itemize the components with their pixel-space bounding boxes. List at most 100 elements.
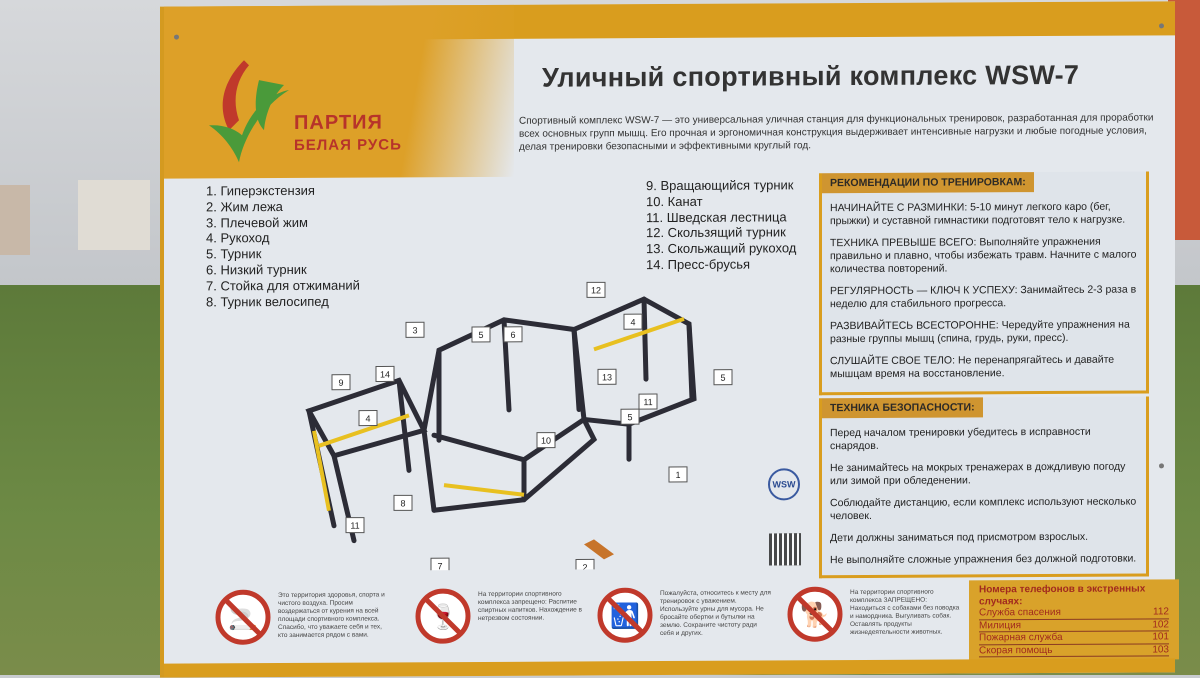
equipment-item: 10. Канат [646,193,703,209]
diagram-label: 3 [405,321,425,338]
notice-text: Это территория здоровья, спорта и чистог… [278,591,385,640]
no-dogs-icon: 🐕 [786,585,844,648]
phone-service: Служба спасения [979,606,1061,619]
diagram-label-text: 1 [675,470,680,480]
no-littering-icon: 🚮 [596,586,654,649]
diagram-label-text: 5 [627,412,632,422]
diagram-label-text: 10 [541,436,551,446]
diagram-label-text: 11 [350,521,359,531]
diagram-label-text: 2 [582,562,587,571]
notice-0: 🚬Это территория здоровья, спорта и чисто… [214,587,390,651]
diagram-label: 11 [638,393,658,410]
equipment-item: 1. Гиперэкстензия [206,182,315,199]
recommendation-item: ТЕХНИКА ПРЕВЫШЕ ВСЕГО: Выполняйте упражн… [830,235,1137,276]
recommendations-panel: РЕКОМЕНДАЦИИ ПО ТРЕНИРОВКАМ: НАЧИНАЙТЕ С… [819,171,1149,396]
equipment-item: 13. Скольжащий рукоход [646,240,797,257]
recommendation-item: НАЧИНАЙТЕ С РАЗМИНКИ: 5-10 минут легкого… [830,200,1126,228]
party-name-line2: БЕЛАЯ РУСЬ [294,136,402,154]
phone-number: 112 [1153,606,1169,618]
phone-number: 103 [1152,643,1169,655]
bolt [174,34,179,40]
diagram-label: 4 [358,410,378,427]
phone-number: 102 [1152,618,1169,630]
phone-row: Служба спасения 112 [979,606,1169,620]
diagram-label-text: 6 [510,330,515,340]
no-smoking-icon: 🚬 [214,588,272,651]
phone-row: Пожарная служба 101 [979,631,1169,645]
safety-item: Соблюдайте дистанцию, если комплекс испо… [830,495,1137,523]
diagram-label-text: 4 [365,414,370,424]
party-name-line1: ПАРТИЯ [294,111,383,134]
safety-item: Не выполняйте сложные упражнения без дол… [830,552,1137,567]
phone-service: Пожарная служба [979,631,1063,644]
page-title: Уличный спортивный комплекс WSW-7 [542,59,1080,93]
diagram-label: 2 [575,558,595,571]
party-logo-icon [209,60,289,163]
diagram-label: 13 [597,368,617,385]
equipment-item: 12. Скользящий турник [646,224,786,241]
recommendation-item: СЛУШАЙТЕ СВОЕ ТЕЛО: Не перенапрягайтесь … [830,353,1115,381]
diagram-label-text: 8 [400,498,405,508]
bolt [1159,463,1164,469]
diagram-label: 8 [393,494,413,511]
diagram-label: 10 [536,432,556,449]
diagram-label-text: 9 [338,378,343,388]
diagram-label: 9 [331,374,351,391]
intro-text: Спортивный комплекс WSW-7 — это универса… [519,112,1154,153]
diagram-label: 5 [620,408,640,425]
building [0,185,30,255]
diagram-label-text: 4 [630,317,635,327]
diagram-label: 14 [375,365,395,383]
notice-1: 🍷На территории спортивного комплекса зап… [414,586,590,650]
diagram-label: 6 [503,326,523,343]
safety-heading: ТЕХНИКА БЕЗОПАСНОСТИ: [822,397,983,419]
safety-item: Не занимайтесь на мокрых тренажерах в до… [830,460,1126,488]
phone-number: 101 [1152,631,1169,643]
notice-text: На территории спортивного комплекса ЗАПР… [850,588,960,637]
diagram-label-text: 14 [380,369,390,379]
equipment-item: 9. Вращающийся турник [646,177,794,194]
safety-item: Дети должны заниматься под присмотром вз… [830,530,1089,545]
phone-row: Милиция 102 [979,618,1169,633]
notice-text: На территории спортивного комплекса запр… [478,590,582,622]
notice-2: 🚮Пожалуйста, относитесь к месту для трен… [596,585,772,649]
emergency-heading: Номера телефонов в экстренных случаях: [979,583,1146,607]
diagram-label: 4 [623,313,643,330]
notice-3: 🐕На территории спортивного комплекса ЗАП… [786,584,962,648]
recommendations-heading: РЕКОМЕНДАЦИИ ПО ТРЕНИРОВКАМ: [822,172,1034,194]
equipment-item: 4. Рукоход [206,230,270,246]
equipment-item: 11. Шведская лестница [646,208,787,225]
diagram-label-text: 5 [478,330,483,340]
phone-service: Милиция [979,619,1022,631]
diagram-label-text: 13 [602,372,612,382]
equipment-item: 2. Жим лежа [206,198,283,215]
qr-code[interactable] [769,533,801,566]
wsw-logo: WSW [768,468,800,501]
phone-row: Скорая помощь 103 [979,643,1169,658]
diagram-label-text: 5 [720,373,725,383]
diagram-label: 5 [713,369,733,386]
diagram-label: 12 [586,281,606,298]
equipment-item: 3. Плечевой жим [206,214,308,231]
diagram-label-text: 12 [591,285,601,295]
recommendation-item: РАЗВИВАЙТЕСЬ ВСЕСТОРОННЕ: Чередуйте упра… [830,318,1130,346]
no-alcohol-icon: 🍷 [414,587,472,650]
emergency-phones: Номера телефонов в экстренных случаях: С… [969,579,1179,661]
diagram-label: 1 [668,466,688,483]
diagram-label-text: 3 [412,325,417,335]
info-board: ПАРТИЯ БЕЛАЯ РУСЬ Уличный спортивный ком… [160,1,1179,678]
building [78,180,150,250]
diagram-label-text: 7 [437,561,442,571]
phone-service: Скорая помощь [979,644,1053,656]
party-name: ПАРТИЯ БЕЛАЯ РУСЬ [294,111,402,154]
diagram-label: 7 [430,557,450,571]
diagram-label-text: 11 [643,397,652,407]
notice-text: Пожалуйста, относитесь к месту для трени… [660,589,771,638]
bolt [1159,23,1164,29]
safety-panel: ТЕХНИКА БЕЗОПАСНОСТИ: Перед началом трен… [819,396,1149,579]
recommendation-item: РЕГУЛЯРНОСТЬ — КЛЮЧ К УСПЕХУ: Занимайтес… [830,283,1137,311]
diagram-label: 5 [471,326,491,343]
equipment-item: 5. Турник [206,246,262,262]
